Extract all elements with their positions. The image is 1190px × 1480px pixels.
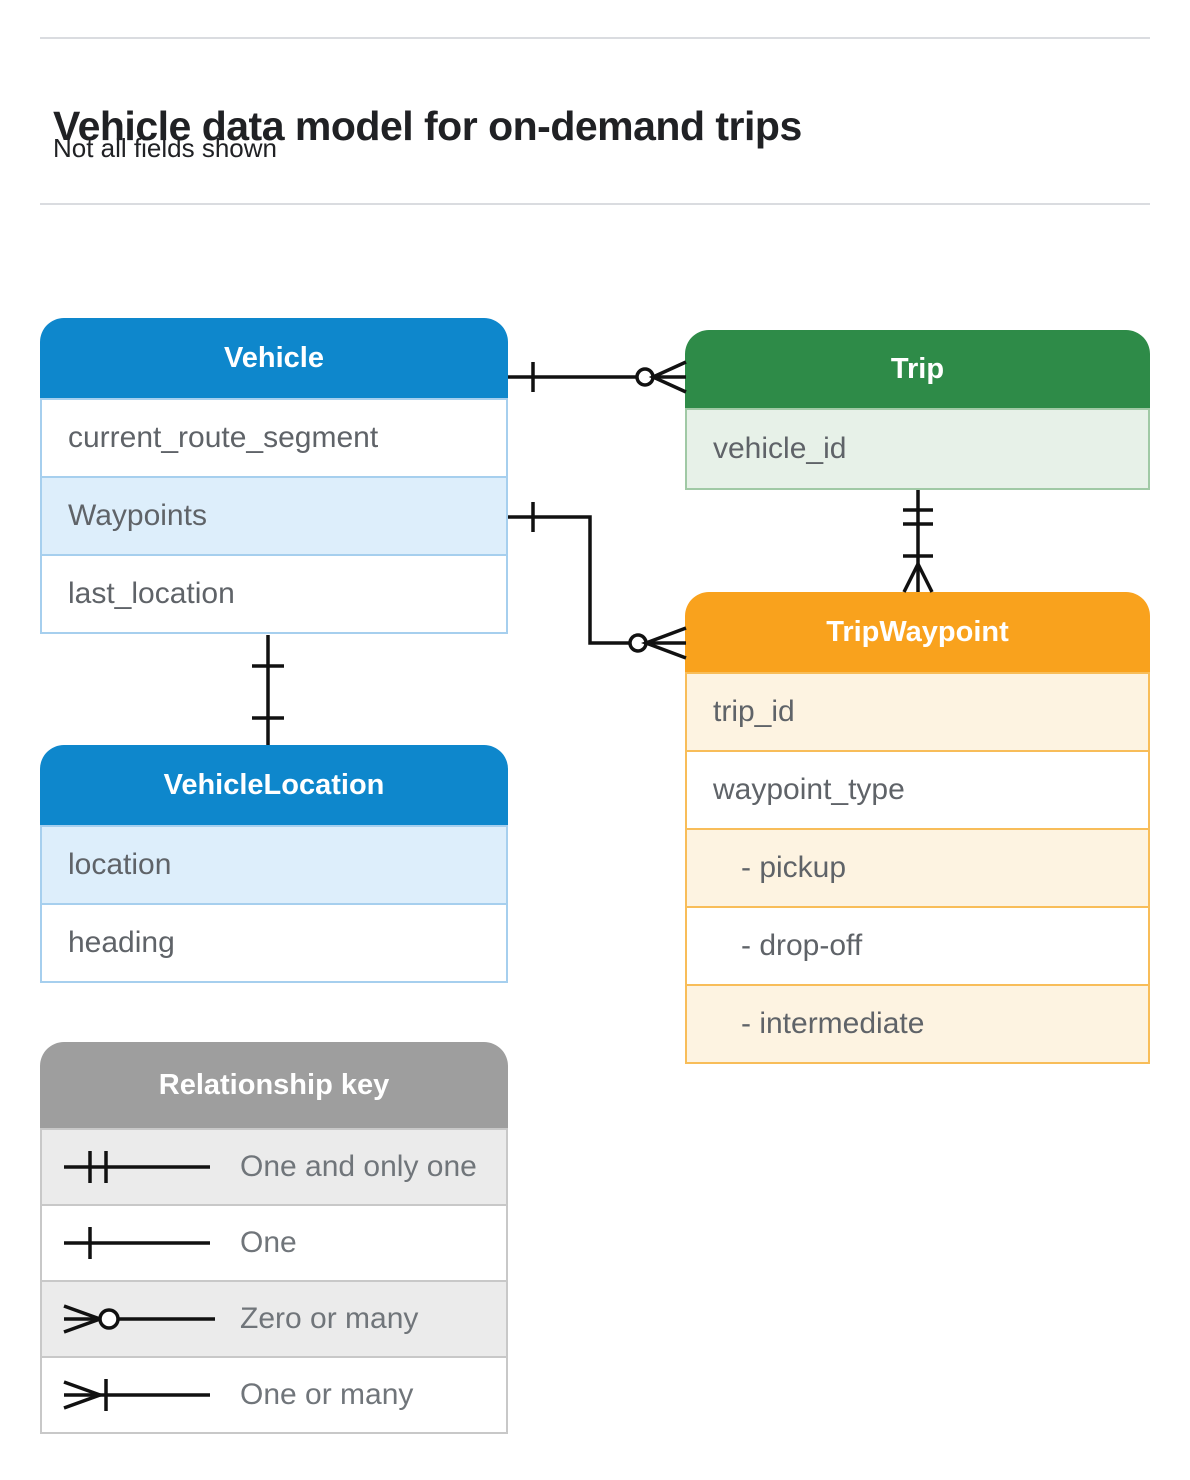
- relationship-key-header: Relationship key: [40, 1042, 508, 1128]
- trip-field-vehicle-id: vehicle_id: [685, 408, 1150, 490]
- header-divider: [40, 203, 1150, 205]
- vehicle-field-waypoints: Waypoints: [40, 476, 508, 556]
- vehicle-location-entity-table: VehicleLocation location heading: [40, 745, 508, 983]
- vehicle-location-entity-header: VehicleLocation: [40, 745, 508, 825]
- legend-label: One and only one: [240, 1150, 477, 1183]
- vehicle-entity-header: Vehicle: [40, 318, 508, 398]
- trip-waypoint-entity-header: TripWaypoint: [685, 592, 1150, 672]
- one-or-many-icon: [60, 1373, 240, 1417]
- vehicle-location-field-heading: heading: [40, 903, 508, 983]
- trip-waypoint-field-waypoint-type: waypoint_type: [685, 750, 1150, 830]
- legend-row-one-or-many: One or many: [40, 1356, 508, 1434]
- legend-label: One or many: [240, 1378, 414, 1411]
- trip-waypoint-value-drop-off: - drop-off: [685, 906, 1150, 986]
- trip-entity-header: Trip: [685, 330, 1150, 408]
- connector-vehicle-trip: [508, 360, 687, 394]
- relationship-key-table: Relationship key One and only one One Ze…: [40, 1042, 508, 1434]
- page-subtitle: Not all fields shown: [53, 133, 277, 163]
- vehicle-entity-table: Vehicle current_route_segment Waypoints …: [40, 318, 508, 634]
- page-title: Vehicle data model for on-demand trips: [53, 103, 802, 150]
- trip-waypoint-entity-table: TripWaypoint trip_id waypoint_type - pic…: [685, 592, 1150, 1064]
- vehicle-location-field-location: location: [40, 825, 508, 905]
- one-and-only-one-icon: [60, 1145, 240, 1189]
- trip-waypoint-value-intermediate: - intermediate: [685, 984, 1150, 1064]
- trip-waypoint-value-pickup: - pickup: [685, 828, 1150, 908]
- trip-entity-table: Trip vehicle_id: [685, 330, 1150, 490]
- legend-label: Zero or many: [240, 1302, 419, 1335]
- trip-waypoint-field-trip-id: trip_id: [685, 672, 1150, 752]
- connector-waypoints-tripwaypoint: [508, 502, 687, 660]
- one-icon: [60, 1221, 240, 1265]
- vehicle-field-last-location: last_location: [40, 554, 508, 634]
- connector-trip-tripwaypoint: [902, 490, 934, 593]
- vehicle-field-current-route-segment: current_route_segment: [40, 398, 508, 478]
- top-divider: [40, 37, 1150, 39]
- legend-row-zero-or-many: Zero or many: [40, 1280, 508, 1358]
- legend-label: One: [240, 1226, 297, 1259]
- legend-row-one-and-only-one: One and only one: [40, 1128, 508, 1206]
- zero-or-many-icon: [60, 1297, 240, 1341]
- legend-row-one: One: [40, 1204, 508, 1282]
- connector-vehicle-vehiclelocation: [252, 635, 284, 745]
